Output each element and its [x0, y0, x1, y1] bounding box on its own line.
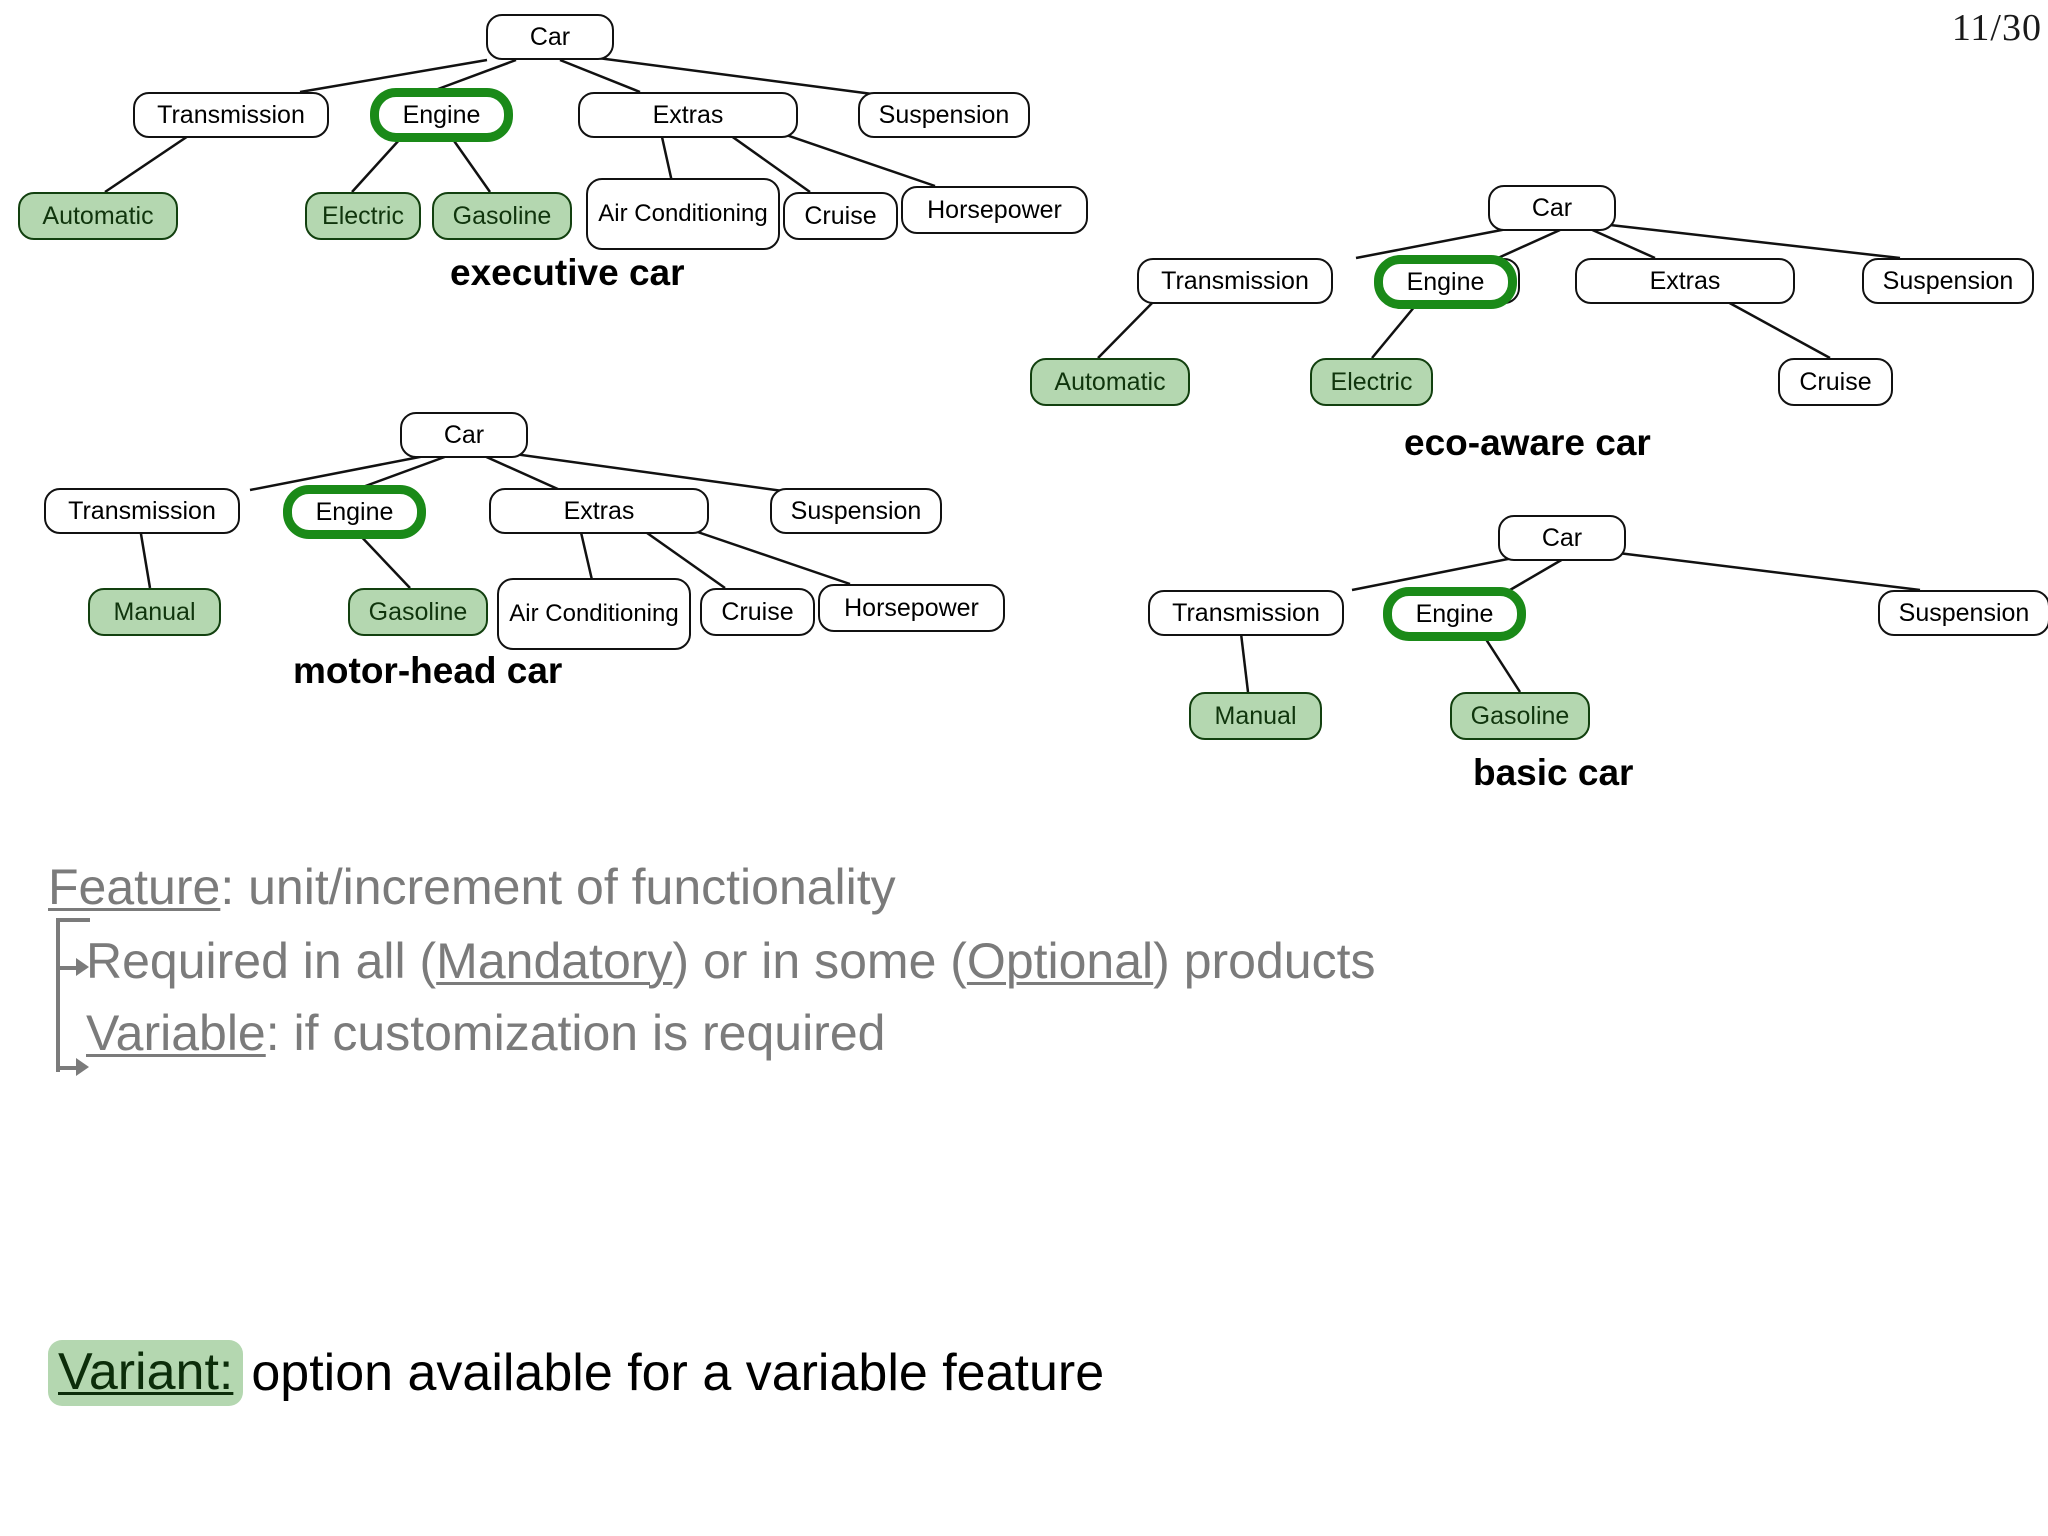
node-executive-automatic[interactable]: Automatic	[18, 192, 178, 240]
definition-variant: Variant: option available for a variable…	[48, 1340, 1104, 1406]
node-executive-air-conditioning[interactable]: Air Conditioning	[586, 178, 780, 250]
variable-rest: : if customization is required	[265, 1005, 886, 1061]
mandatory-term: Mandatory	[436, 933, 673, 989]
node-executive-suspension[interactable]: Suspension	[858, 92, 1030, 138]
node-basic-manual[interactable]: Manual	[1189, 692, 1322, 740]
node-executive-gasoline[interactable]: Gasoline	[432, 192, 572, 240]
node-motorhead-horsepower[interactable]: Horsepower	[818, 584, 1005, 632]
node-motorhead-gasoline[interactable]: Gasoline	[348, 588, 488, 636]
node-executive-extras[interactable]: Extras	[578, 92, 798, 138]
node-motorhead-air-conditioning[interactable]: Air Conditioning	[497, 578, 691, 650]
optional-term: Optional	[966, 933, 1154, 989]
node-executive-car[interactable]: Car	[486, 14, 614, 60]
definition-variable: Variable: if customization is required	[86, 1008, 2008, 1058]
bullet-tick-mandatory	[56, 966, 82, 970]
node-eco-suspension[interactable]: Suspension	[1862, 258, 2034, 304]
node-executive-engine[interactable]: Engine	[370, 88, 513, 142]
node-executive-electric[interactable]: Electric	[305, 192, 421, 240]
node-motorhead-car[interactable]: Car	[400, 412, 528, 458]
product-label-eco-aware-car: eco-aware car	[1404, 422, 1651, 463]
feature-rest: : unit/increment of functionality	[220, 859, 896, 915]
bullet-tick-variable	[56, 1066, 82, 1070]
node-eco-engine[interactable]: Engine	[1374, 255, 1517, 309]
node-basic-transmission[interactable]: Transmission	[1148, 590, 1344, 636]
node-eco-extras[interactable]: Extras	[1575, 258, 1795, 304]
feature-term: Feature	[48, 859, 221, 915]
node-executive-transmission[interactable]: Transmission	[133, 92, 329, 138]
node-motorhead-engine[interactable]: Engine	[283, 485, 426, 539]
node-motorhead-manual[interactable]: Manual	[88, 588, 221, 636]
node-eco-electric[interactable]: Electric	[1310, 358, 1433, 406]
node-basic-gasoline[interactable]: Gasoline	[1450, 692, 1590, 740]
product-label-executive-car: executive car	[450, 252, 685, 293]
node-eco-cruise[interactable]: Cruise	[1778, 358, 1893, 406]
node-basic-car[interactable]: Car	[1498, 515, 1626, 561]
node-eco-automatic[interactable]: Automatic	[1030, 358, 1190, 406]
product-label-basic-car: basic car	[1473, 752, 1634, 793]
mandatory-mid: ) or in some (	[672, 933, 967, 989]
bullet-rail	[56, 918, 90, 1072]
feature-model-diagrams: Car Transmission Engine Extras Suspensio…	[18, 14, 2048, 793]
bullet-arrow-mandatory-icon	[76, 958, 89, 976]
node-motorhead-cruise[interactable]: Cruise	[700, 588, 815, 636]
node-eco-transmission[interactable]: Transmission	[1137, 258, 1333, 304]
page-number: 11/30	[1951, 7, 2042, 49]
variant-rest: option available for a variable feature	[251, 1344, 1105, 1402]
definition-mandatory-optional: Required in all (Mandatory) or in some (…	[86, 936, 2008, 986]
definitions-text-block: Feature: unit/increment of functionality…	[48, 862, 2008, 1058]
definition-feature: Feature: unit/increment of functionality	[48, 862, 2008, 912]
node-motorhead-suspension[interactable]: Suspension	[770, 488, 942, 534]
mandatory-pre: Required in all (	[86, 933, 437, 989]
node-motorhead-transmission[interactable]: Transmission	[44, 488, 240, 534]
variant-term: Variant:	[48, 1340, 244, 1406]
node-motorhead-extras[interactable]: Extras	[489, 488, 709, 534]
node-executive-horsepower[interactable]: Horsepower	[901, 186, 1088, 234]
node-eco-car[interactable]: Car	[1488, 185, 1616, 231]
node-executive-cruise[interactable]: Cruise	[783, 192, 898, 240]
optional-post: ) products	[1153, 933, 1376, 989]
variable-term: Variable	[86, 1005, 266, 1061]
bullet-arrow-variable-icon	[76, 1058, 89, 1076]
product-label-motor-head-car: motor-head car	[293, 650, 563, 691]
node-basic-suspension[interactable]: Suspension	[1878, 590, 2048, 636]
node-basic-engine[interactable]: Engine	[1383, 587, 1526, 641]
